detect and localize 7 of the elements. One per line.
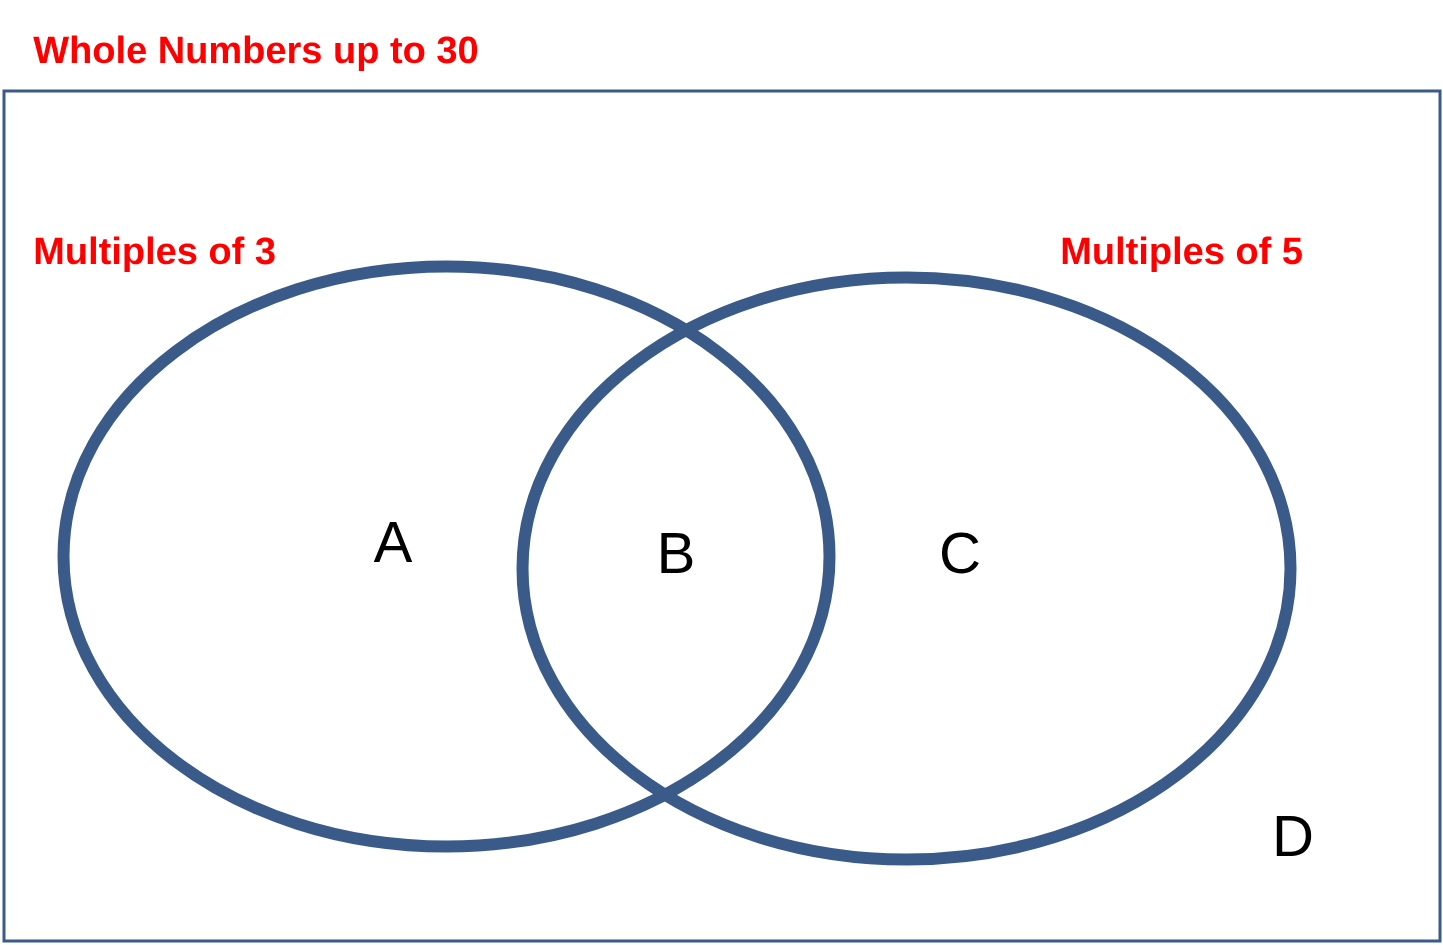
set-label: Whole Numbers up to 30 — [33, 35, 478, 71]
set-label: Multiples of 3 — [35, 236, 275, 272]
region-letter: D — [1276, 816, 1312, 856]
region-letter: B — [661, 533, 693, 573]
region-letter: C — [942, 532, 979, 574]
region-letter: A — [373, 522, 413, 562]
set-label: Multiples of 5 — [1062, 236, 1302, 272]
